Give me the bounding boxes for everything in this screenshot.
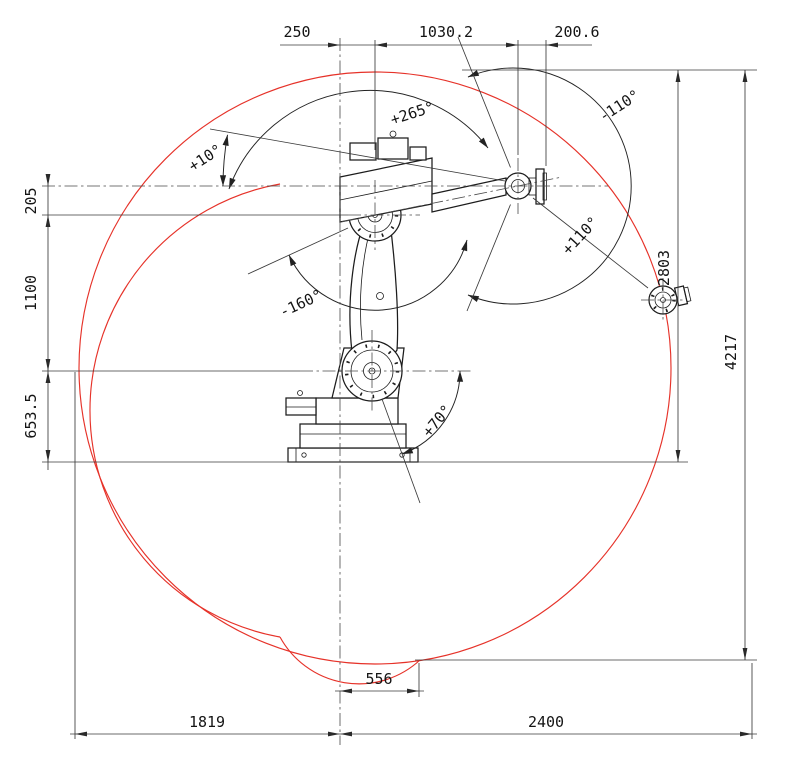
dim-right-2803: 2803	[655, 250, 673, 286]
envelope-inner-arc	[89, 183, 281, 638]
robot-lower-arm	[349, 221, 399, 361]
line-plus-70	[381, 398, 421, 504]
line-wrist-reach	[532, 197, 649, 289]
dim-bottom-2400: 2400	[528, 713, 564, 731]
dim-left-1100: 1100	[22, 275, 40, 311]
envelope-bottom-arc	[279, 636, 421, 685]
dim-bottom-556: 556	[365, 670, 392, 688]
arc-plus-265	[228, 90, 489, 190]
angle-labels: +10° +265° -110° +110° -160° +70°	[185, 86, 643, 440]
robot-base	[285, 390, 419, 463]
line-minus-160	[247, 227, 349, 275]
centerlines	[42, 38, 608, 745]
angle-plus-70: +70°	[419, 401, 456, 440]
line-wrist-up	[457, 36, 511, 168]
angle-plus-10: +10°	[185, 140, 225, 175]
angle-plus-265: +265°	[388, 98, 437, 129]
dimension-lines	[42, 40, 757, 739]
dim-top-200-6: 200.6	[554, 23, 599, 41]
dimension-labels: 250 1030.2 200.6 205 1100 653.5 2803 421…	[22, 23, 740, 731]
arc-minus-160	[288, 239, 468, 311]
arc-wrist-110	[467, 67, 632, 305]
angle-minus-160: -160°	[277, 286, 326, 321]
robot-wrist	[504, 168, 547, 205]
arc-plus-70	[401, 370, 464, 455]
dim-right-4217: 4217	[722, 334, 740, 370]
line-wrist-down	[466, 204, 511, 312]
dim-left-653-5: 653.5	[22, 393, 40, 438]
dim-bottom-1819: 1819	[189, 713, 225, 731]
dim-left-205: 205	[22, 187, 40, 214]
robot-arm-drawing	[285, 130, 692, 463]
angle-plus-110: +110°	[558, 213, 602, 258]
dim-top-250: 250	[283, 23, 310, 41]
joint-range-arcs	[209, 36, 649, 504]
angle-minus-110: -110°	[595, 86, 643, 126]
centerline-upper-arm-axis	[341, 177, 561, 223]
arc-plus-10	[219, 134, 229, 187]
robot-shoulder-joint	[331, 221, 405, 402]
robot-flange	[535, 168, 545, 205]
dim-top-1030-2: 1030.2	[419, 23, 473, 41]
